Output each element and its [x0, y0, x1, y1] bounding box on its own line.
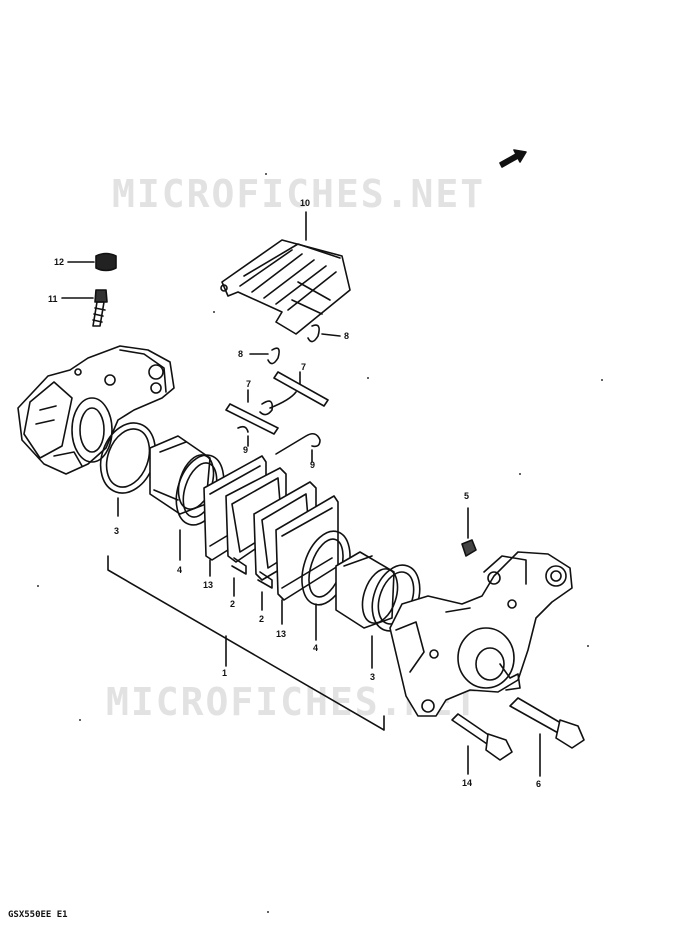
- scan-specks: [37, 173, 603, 913]
- callout-3-left: 3: [114, 526, 120, 536]
- pad-pin-left: [225, 389, 279, 435]
- watermark-top: MICROFICHES.NET: [112, 172, 486, 216]
- caliper-left-half: [17, 345, 175, 475]
- mounting-bolt-long: [509, 697, 585, 777]
- bleeder-valve: [61, 289, 108, 327]
- retaining-clip-lower: [249, 347, 280, 365]
- callout-4-right: 4: [313, 643, 319, 653]
- assembly-bracket: [107, 555, 385, 731]
- callout-6: 6: [536, 779, 542, 789]
- callout-7-right: 7: [301, 362, 307, 372]
- callout-10: 10: [300, 198, 311, 208]
- callout-14: 14: [462, 778, 473, 788]
- spring-clip-left: [237, 391, 297, 447]
- callout-9-left: 9: [243, 445, 249, 455]
- front-arrow-icon: [499, 149, 527, 168]
- pad-spring: [220, 211, 351, 335]
- callout-13-right: 13: [276, 629, 287, 639]
- piston-right: [335, 551, 399, 629]
- washer: [461, 507, 477, 557]
- pad-pin-right: [273, 371, 329, 407]
- retaining-clip-upper: [307, 324, 341, 343]
- callout-2-right: 2: [259, 614, 265, 624]
- caliper-right-half: [389, 551, 573, 717]
- callout-5: 5: [464, 491, 470, 501]
- callout-1: 1: [222, 668, 228, 678]
- callout-7-left: 7: [246, 379, 252, 389]
- callout-12: 12: [54, 257, 65, 267]
- bleeder-cap: [67, 252, 117, 272]
- callout-3-right: 3: [370, 672, 376, 682]
- callout-4-left: 4: [177, 565, 183, 575]
- callout-13-left: 13: [203, 580, 214, 590]
- mounting-bolt-short: [451, 713, 513, 775]
- callout-2-left: 2: [230, 599, 236, 609]
- spring-clip-right: [275, 432, 321, 463]
- model-code: GSX550EE E1: [8, 910, 68, 920]
- callout-8-lower: 8: [238, 349, 244, 359]
- callout-8-upper: 8: [344, 331, 350, 341]
- callout-9-right: 9: [310, 460, 316, 470]
- callout-11: 11: [48, 294, 58, 304]
